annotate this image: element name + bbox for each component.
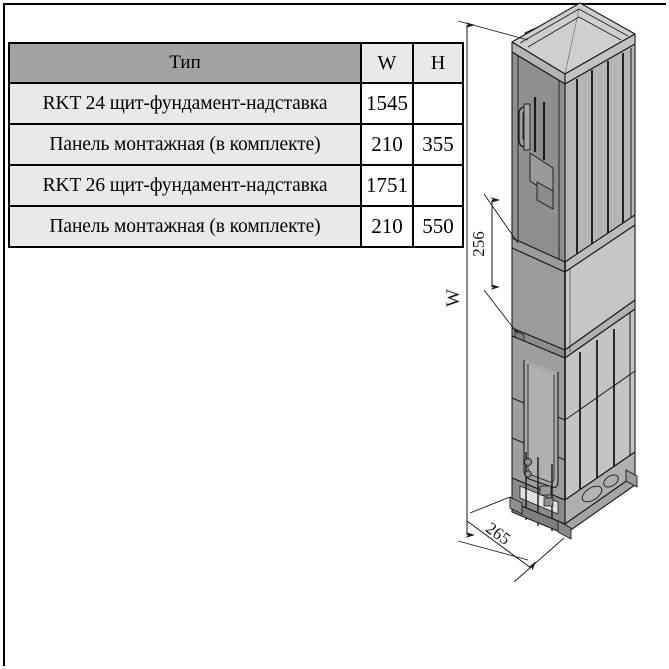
- dimension-label-256: 256: [469, 231, 488, 257]
- table-body: RKT 24 щит-фундамент-надставка 1545 Пане…: [8, 82, 464, 248]
- cabinet-plinth-section: [511, 214, 636, 359]
- table-row: Панель монтажная (в комплекте) 210 355: [8, 123, 464, 166]
- column-header-w: W: [360, 42, 414, 84]
- table-row: RKT 24 щит-фундамент-надставка 1545: [8, 82, 464, 125]
- table-row: RKT 26 щит-фундамент-надставка 1751: [8, 164, 464, 207]
- cabinet-roof: [511, 2, 636, 85]
- cell-w: 1545: [360, 82, 414, 125]
- cabinet-upper-section: [511, 43, 636, 263]
- cabinet-geometry: [509, 2, 638, 540]
- cell-type: Панель монтажная (в комплекте): [8, 205, 362, 248]
- cell-w: 1751: [360, 164, 414, 207]
- cabinet-base-frame: [509, 451, 638, 540]
- door-handle-icon: [518, 103, 531, 151]
- specification-table: Тип W H RKT 24 щит-фундамент-надставка 1…: [8, 42, 464, 248]
- dimension-depth: [466, 496, 565, 583]
- cell-h: 355: [412, 123, 464, 166]
- dimension-plinth-height: [483, 193, 519, 335]
- cell-type: RKT 26 щит-фундамент-надставка: [8, 164, 362, 207]
- page-frame-left-border: [3, 3, 5, 666]
- column-header-h: H: [412, 42, 464, 84]
- cell-type: Панель монтажная (в комплекте): [8, 123, 362, 166]
- cabinet-lower-section: [511, 308, 636, 501]
- dimension-label-w: W: [443, 289, 464, 307]
- cell-w: 210: [360, 123, 414, 166]
- dimension-label-265: 265: [482, 518, 514, 548]
- cell-h: 550: [412, 205, 464, 248]
- cell-h: [412, 82, 464, 125]
- cabinet-technical-drawing: W 256 265: [440, 0, 669, 620]
- cell-w: 210: [360, 205, 414, 248]
- page-frame-top-border: [3, 3, 666, 5]
- cell-type: RKT 24 щит-фундамент-надставка: [8, 82, 362, 125]
- table-header-row: Тип W H: [8, 42, 464, 84]
- table-header: Тип W H: [8, 42, 464, 84]
- base-fittings: [523, 457, 554, 507]
- column-header-type: Тип: [8, 42, 362, 84]
- table-row: Панель монтажная (в комплекте) 210 550: [8, 205, 464, 248]
- cell-h: [412, 164, 464, 207]
